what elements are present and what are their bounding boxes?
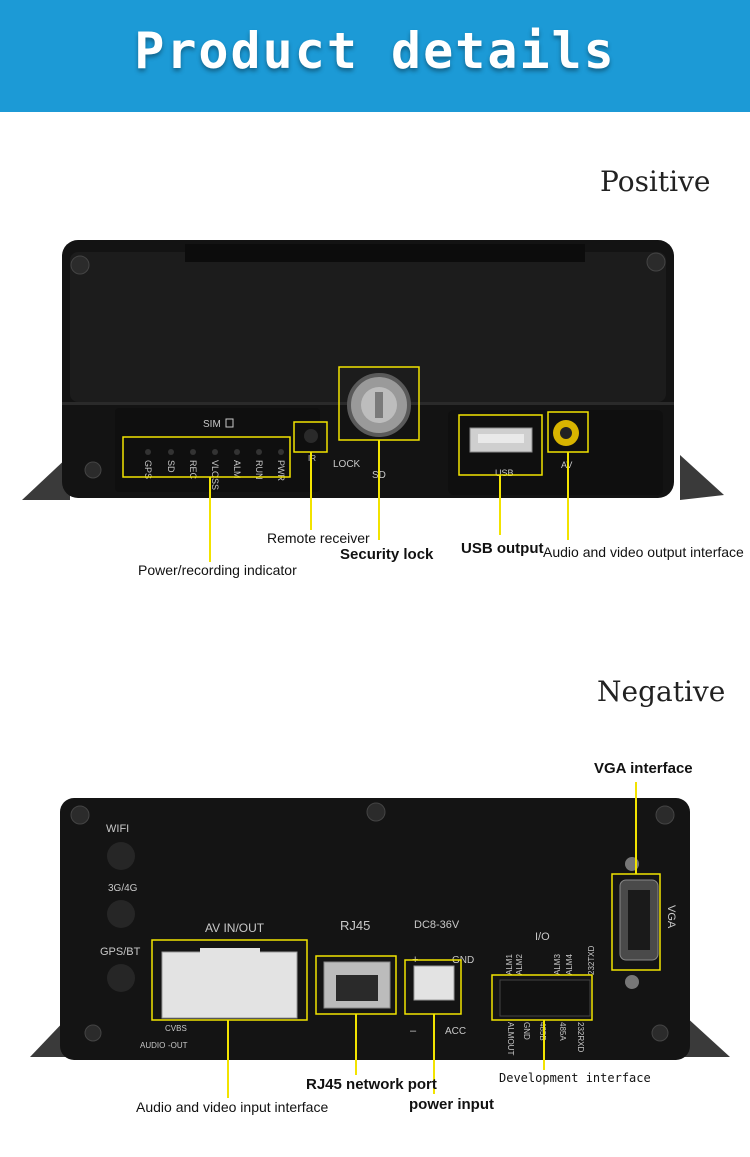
right-bracket bbox=[680, 455, 724, 500]
gps-antenna bbox=[107, 964, 135, 992]
power-connector bbox=[413, 965, 455, 1001]
g34-label: 3G/4G bbox=[108, 883, 138, 894]
led-label: RUN bbox=[254, 460, 264, 480]
front-callout-lines bbox=[209, 440, 569, 562]
led-label: ALM bbox=[232, 460, 242, 479]
left-bracket bbox=[22, 455, 70, 500]
remote-receiver-label: Remote receiver bbox=[267, 530, 370, 546]
wifi-antenna bbox=[107, 842, 135, 870]
io-bottom-label: 232RXD bbox=[576, 1022, 585, 1052]
front-heading: Positive bbox=[600, 165, 711, 198]
security-lock-label: Security lock bbox=[340, 546, 434, 563]
io-connector bbox=[499, 979, 591, 1017]
header-banner: Product details bbox=[0, 0, 750, 112]
cvbs-label: CVBS bbox=[165, 1024, 187, 1033]
io-top-label: 232TXD bbox=[587, 945, 596, 975]
power-input-label: power input bbox=[409, 1096, 494, 1113]
led-label: SD bbox=[166, 460, 176, 473]
3g4g-antenna bbox=[107, 900, 135, 928]
out-label: -OUT bbox=[168, 1041, 188, 1050]
led-label: REC bbox=[188, 460, 198, 480]
io-bottom-label: 485A bbox=[558, 1022, 567, 1041]
usb-label: USB bbox=[495, 468, 514, 478]
vga-text: VGA bbox=[665, 905, 677, 929]
audio-label: AUDIO bbox=[140, 1041, 165, 1050]
io-label: I/O bbox=[535, 931, 550, 943]
av-output-label: Audio and video output interface bbox=[543, 544, 744, 560]
avinout-label: AV IN/OUT bbox=[205, 921, 265, 935]
dc-label: DC8-36V bbox=[414, 919, 460, 931]
acc-label: ACC bbox=[445, 1026, 466, 1037]
io-bottom-label: GND bbox=[522, 1022, 531, 1040]
lock-label: LOCK bbox=[333, 459, 361, 470]
rj45-port-label: RJ45 network port bbox=[306, 1076, 437, 1093]
gnd-label: GND bbox=[452, 955, 474, 966]
banner-title: Product details bbox=[134, 22, 616, 80]
io-top-label: ALM2 bbox=[515, 954, 524, 975]
ir-label: IR bbox=[308, 454, 316, 463]
io-top-label: ALM3 bbox=[553, 954, 562, 975]
io-bottom-label: 485B bbox=[538, 1022, 547, 1041]
usb-output-label: USB output bbox=[461, 540, 544, 557]
io-top-label: ALM1 bbox=[505, 954, 514, 975]
indicator-highlight bbox=[122, 436, 291, 478]
sim-label: SIM bbox=[203, 419, 221, 430]
av-input-label: Audio and video input interface bbox=[136, 1099, 329, 1115]
minus-label: – bbox=[410, 1025, 417, 1037]
right-bracket bbox=[684, 1015, 730, 1057]
av-in-highlight bbox=[151, 939, 308, 1021]
io-highlight bbox=[491, 974, 593, 1021]
gpsbt-label: GPS/BT bbox=[100, 946, 141, 958]
av-label: AV bbox=[561, 460, 572, 470]
led-label: VLOSS bbox=[210, 460, 220, 490]
back-device-photo: WIFI 3G/4G GPS/BT AV IN/OUT CVBS AUDIO -… bbox=[30, 798, 730, 1060]
dev-interface-label: Development interface bbox=[499, 1071, 651, 1085]
wifi-label: WIFI bbox=[106, 823, 129, 835]
io-top-label: ALM4 bbox=[565, 954, 574, 975]
led-label: GPS bbox=[143, 460, 153, 479]
led-label: PWR bbox=[276, 460, 286, 481]
front-device-photo: SIM GPS SD REC VLOSS ALM RUN PWR IR bbox=[22, 240, 724, 500]
power-indicator-label: Power/recording indicator bbox=[138, 562, 297, 578]
vga-interface-label: VGA interface bbox=[594, 760, 693, 777]
io-bottom-label: ALMOUT bbox=[506, 1022, 515, 1055]
rj45-label: RJ45 bbox=[340, 918, 370, 933]
indicator-leds bbox=[145, 449, 284, 455]
back-heading: Negative bbox=[597, 675, 726, 708]
